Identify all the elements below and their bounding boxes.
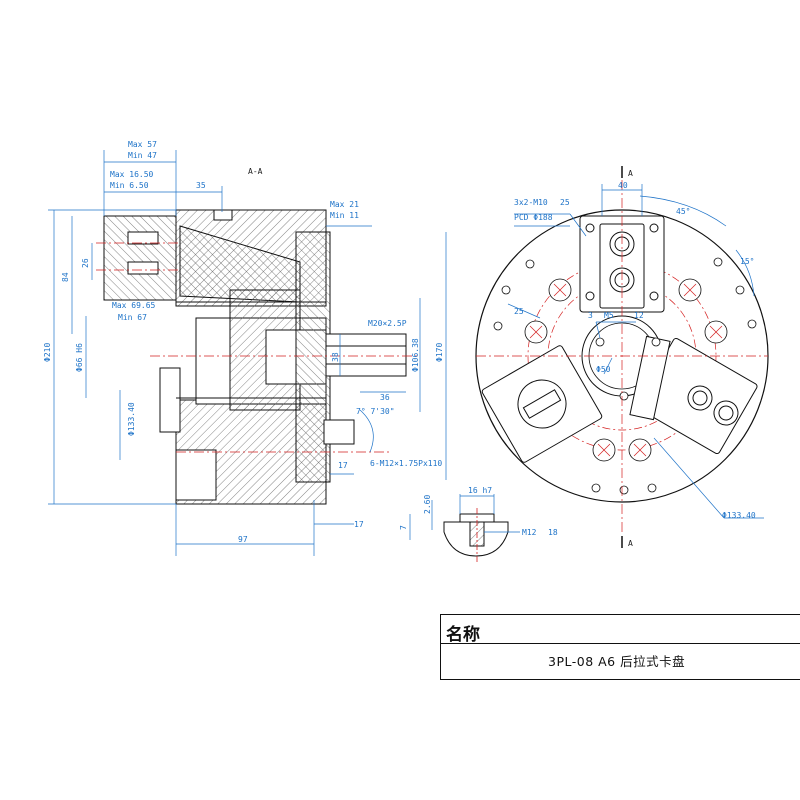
- dim-m10: 3x2-M10: [514, 198, 548, 207]
- dimension-lines-front: [507, 184, 764, 519]
- dim-min11: Min 11: [330, 211, 359, 220]
- dim-13340-front: Φ133.40: [722, 511, 756, 520]
- section-mark-top: A: [628, 169, 633, 178]
- section-view: A-A: [43, 140, 447, 556]
- dim-m12-detail: M12: [522, 528, 537, 537]
- front-view: A A: [475, 166, 769, 548]
- jaw-left: [481, 345, 603, 463]
- dim-210: Φ210: [43, 343, 52, 362]
- dim-38: 38: [331, 352, 340, 362]
- dim-36: 36: [380, 393, 390, 402]
- dim-max21: Max 21: [330, 200, 359, 209]
- section-label: A-A: [248, 167, 263, 176]
- dim-angle: 7° 7'30": [356, 407, 395, 416]
- dimension-lines-side: [48, 150, 447, 556]
- title-block-heading: 名称: [446, 625, 480, 645]
- chuck-body-section: [103, 209, 407, 505]
- dim-84: 84: [61, 272, 70, 282]
- dim-25-front: 25: [514, 307, 524, 316]
- dim-26: 26: [81, 258, 90, 268]
- dim-max1650: Max 16.50: [110, 170, 154, 179]
- dim-17b: 17: [354, 520, 364, 529]
- dim-45deg: 45°: [676, 207, 690, 216]
- title-block: [440, 614, 800, 680]
- dim-66h6: Φ66 H6: [75, 343, 84, 372]
- dim-7: 7: [399, 525, 408, 530]
- dim-35: 35: [196, 181, 206, 190]
- dim-max57: Max 57: [128, 140, 157, 149]
- centerlines-side: [96, 242, 420, 453]
- section-mark-bottom: A: [628, 539, 633, 548]
- dim-min67: Min 67: [118, 313, 147, 322]
- dim-15deg: 15°: [740, 257, 754, 266]
- dim-m5-depth: 12: [634, 311, 644, 320]
- dim-50: Φ50: [596, 365, 611, 374]
- dim-m10-depth: 25: [560, 198, 570, 207]
- dim-min47: Min 47: [128, 151, 157, 160]
- dim-40: 40: [618, 181, 628, 190]
- dim-13340-side: Φ133.40: [127, 402, 136, 436]
- dim-170: Φ170: [435, 343, 444, 362]
- dim-min650: Min 6.50: [110, 181, 149, 190]
- dim-260: 2.60: [423, 495, 432, 514]
- t-nut-detail: 16 h7 2.60 7 M12 18: [399, 486, 558, 562]
- dim-m20: M20×2.5P: [368, 319, 407, 328]
- dim-3: 3: [588, 311, 593, 320]
- dim-97: 97: [238, 535, 248, 544]
- dim-10638: Φ106.38: [411, 338, 420, 372]
- hole-centerlines: [476, 180, 768, 532]
- dim-m5: M5: [604, 311, 614, 320]
- dim-max6965: Max 69.65: [112, 301, 156, 310]
- dim-16h7: 16 h7: [468, 486, 492, 495]
- dim-m12-depth: 18: [548, 528, 558, 537]
- title-block-divider: [440, 643, 800, 644]
- jaw-right: [629, 335, 758, 455]
- dim-17a: 17: [338, 461, 348, 470]
- part-name: 3PL-08 A6 后拉式卡盘: [548, 654, 686, 669]
- dim-m12-thread: 6-M12×1.75Px110: [370, 459, 442, 468]
- dim-pcd: PCD Φ188: [514, 213, 553, 222]
